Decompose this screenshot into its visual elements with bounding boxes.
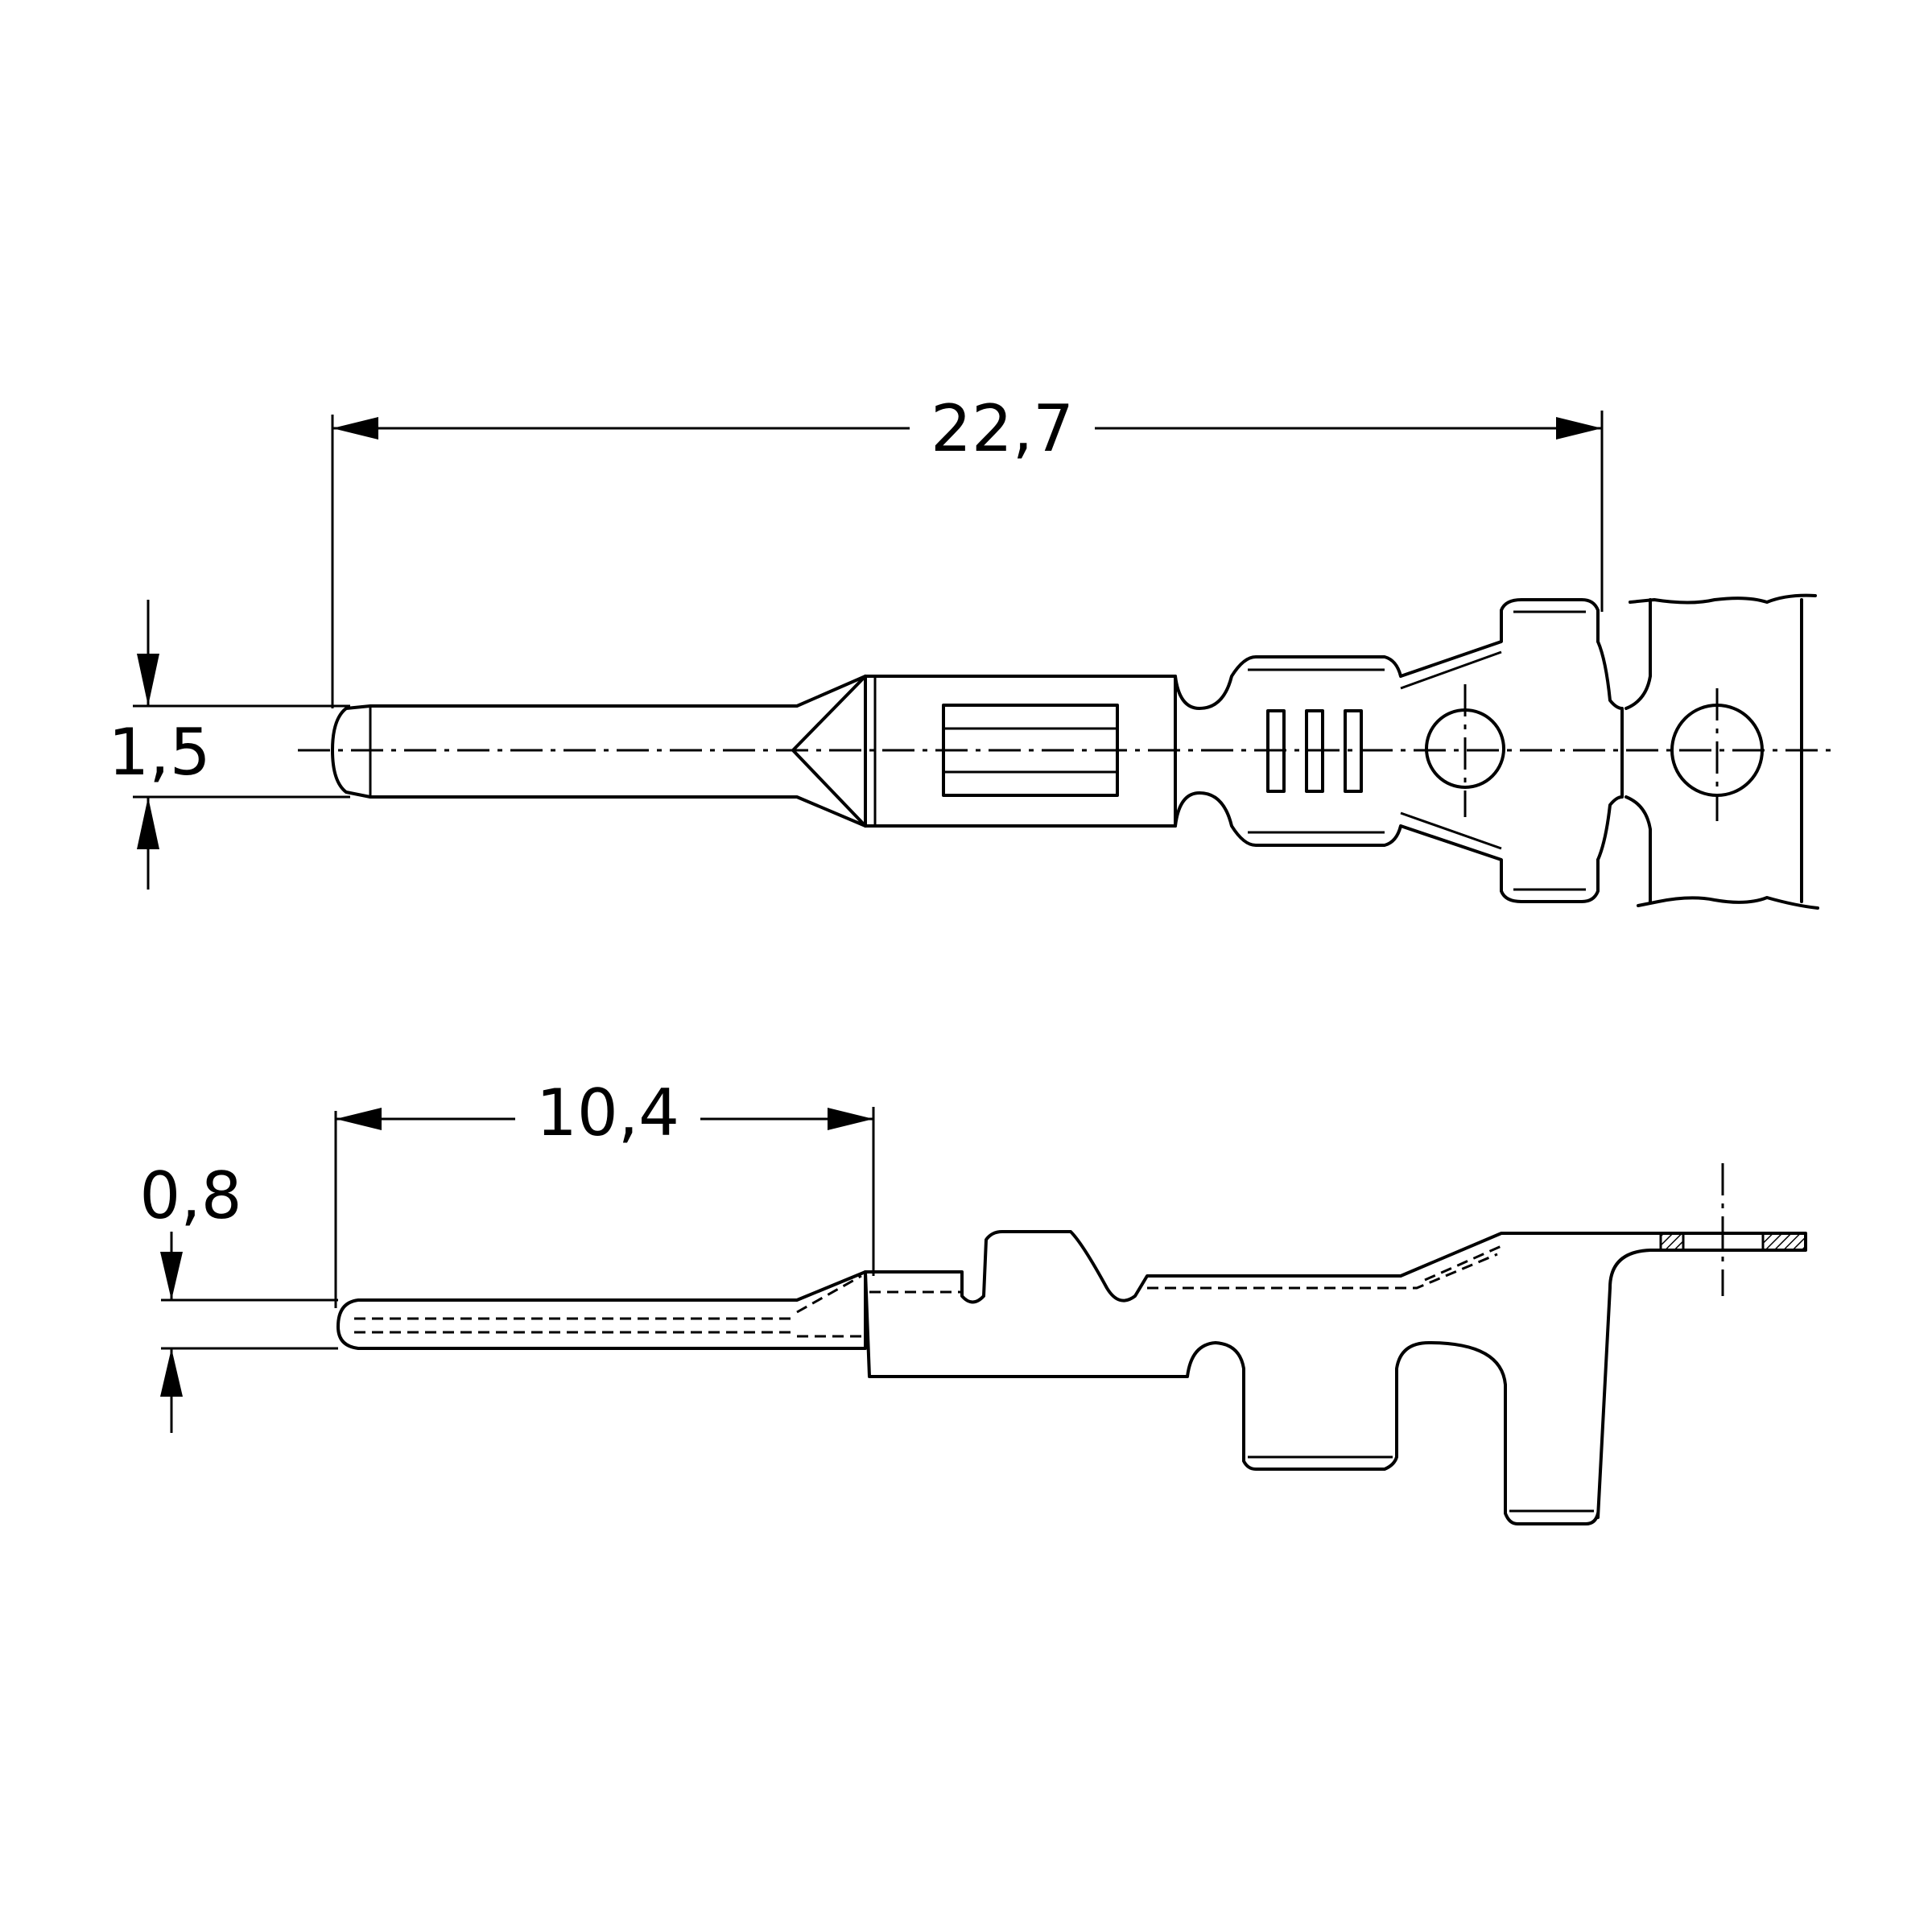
neck-upper bbox=[1174, 598, 1600, 710]
top-view: 22,7 1,5 bbox=[108, 391, 1831, 910]
dim-1-5-label: 1,5 bbox=[108, 715, 210, 790]
carrier-break-bottom bbox=[1637, 896, 1819, 910]
dim-10-4-arrow-right bbox=[828, 1108, 873, 1130]
side-flange bbox=[1596, 1232, 1807, 1519]
side-body-bottom bbox=[864, 1270, 1600, 1525]
contact-body bbox=[864, 675, 1177, 828]
section-hatch-right bbox=[1761, 1232, 1807, 1252]
side-cone-hidden bbox=[796, 1274, 865, 1338]
serration-slot-2 bbox=[1305, 709, 1324, 793]
dim-0-8-label: 0,8 bbox=[139, 1158, 242, 1233]
side-body-top bbox=[864, 1230, 1662, 1304]
dim-0-8-arrow-top bbox=[160, 1252, 183, 1300]
serration-slot-1 bbox=[1266, 709, 1286, 793]
pin-cone bbox=[791, 675, 867, 828]
crimp-lower-slope bbox=[1400, 811, 1502, 850]
dim-0-8-arrow-bottom bbox=[160, 1348, 183, 1397]
dim-1-5-arrow-top bbox=[137, 654, 159, 706]
side-view: 10,4 0,8 bbox=[139, 1075, 1807, 1525]
contact-window bbox=[942, 704, 1119, 797]
dim-22-7-arrow-right bbox=[1556, 417, 1602, 440]
pin-shaft bbox=[331, 675, 867, 828]
dim-1-5-arrow-bottom bbox=[137, 797, 159, 849]
crimp-upper-slope bbox=[1400, 650, 1502, 690]
neck-lower bbox=[1174, 791, 1600, 903]
side-pin-shaft bbox=[336, 1270, 867, 1350]
carrier-strip-left bbox=[1624, 598, 1652, 903]
carrier-break-top bbox=[1629, 593, 1817, 605]
dim-22-7-arrow-left bbox=[332, 417, 378, 440]
dim-10-4-arrow-left bbox=[336, 1108, 382, 1130]
side-body-hidden bbox=[869, 1245, 1502, 1294]
dim-22-7-label: 22,7 bbox=[931, 391, 1074, 466]
serration-slot-3 bbox=[1344, 709, 1363, 793]
carrier-notch bbox=[1596, 640, 1624, 861]
section-hatch-left bbox=[1659, 1232, 1685, 1252]
dim-10-4-label: 10,4 bbox=[536, 1075, 679, 1150]
